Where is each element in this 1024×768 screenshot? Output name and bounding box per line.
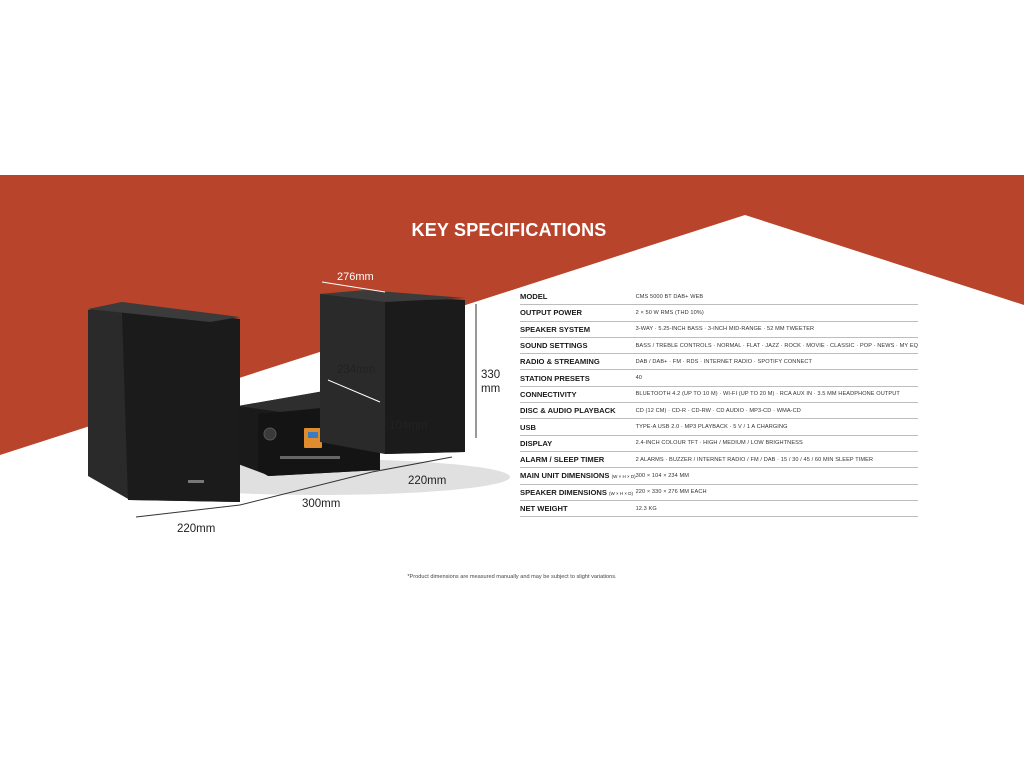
- spec-label: DISPLAY: [520, 435, 636, 452]
- spec-value: 3-WAY · 5.25-INCH BASS · 3-INCH MID-RANG…: [635, 321, 919, 338]
- dim-line-speaker-depth: [321, 281, 386, 293]
- spec-label: DISC & AUDIO PLAYBACK: [520, 402, 636, 420]
- spec-value: CMS 5000 BT DAB+ WEB: [635, 289, 919, 306]
- spec-label-text: SPEAKER SYSTEM: [520, 324, 591, 334]
- spec-label-text: SPEAKER DIMENSIONS: [520, 487, 607, 497]
- left-speaker-front: [122, 312, 240, 502]
- spec-label: SPEAKER DIMENSIONS (W × H × D): [520, 484, 636, 501]
- spec-table-body: MODEL CMS 5000 BT DAB+ WEB OUTPUT POWER 2 ×…: [520, 289, 919, 518]
- dim-speaker-height-unit: mm: [481, 383, 501, 395]
- spec-row: DISPLAY 2.4-INCH COLOUR TFT · HIGH / MEDI…: [520, 435, 919, 452]
- spec-row: ALARM / SLEEP TIMER 2 ALARMS · BUZZER / I…: [520, 451, 919, 469]
- spec-label: MODEL: [520, 289, 636, 306]
- spec-row: MAIN UNIT DIMENSIONS (W × H × D)300 × 10…: [520, 467, 919, 485]
- footnote: *Product dimensions are measured manuall…: [407, 574, 617, 580]
- spec-label: ALARM / SLEEP TIMER: [520, 451, 636, 469]
- spec-label-text: SOUND SETTINGS: [520, 341, 588, 351]
- spec-row: STATION PRESETS 40: [520, 369, 919, 387]
- spec-label: OUTPUT POWER: [520, 304, 636, 322]
- spec-row: MODEL CMS 5000 BT DAB+ WEB: [520, 289, 919, 306]
- spec-label-text: USB: [520, 422, 537, 432]
- spec-row: SPEAKER DIMENSIONS (W × H × D)220 × 330 …: [520, 484, 919, 501]
- dim-line-main-width: [239, 471, 373, 506]
- right-speaker-front: [385, 300, 465, 454]
- spec-label: STATION PRESETS: [520, 369, 636, 387]
- spec-value: TYPE-A USB 2.0 · MP3 PLAYBACK · 5 V / 1 …: [635, 418, 919, 436]
- spec-label-text: DISC & AUDIO PLAYBACK: [520, 406, 616, 416]
- spec-label-unit: (W × H × D): [609, 490, 634, 496]
- spec-label-text: STATION PRESETS: [520, 373, 590, 383]
- spec-table: MODEL CMS 5000 BT DAB+ WEB OUTPUT POWER 2 ×…: [520, 289, 919, 518]
- spec-row: SOUND SETTINGS BASS / TREBLE CONTROLS · N…: [520, 337, 919, 355]
- main-unit-buttons: [280, 456, 340, 459]
- spec-value: 40: [635, 369, 919, 387]
- product-illustration: 276mm 234mm 330 mm 104mm 300mm 220mm 220…: [80, 262, 520, 552]
- spec-label-text: MAIN UNIT DIMENSIONS: [520, 471, 610, 481]
- product-drawing: [88, 281, 510, 518]
- spec-row: DISC & AUDIO PLAYBACK CD (12 CM) · CD-R ·…: [520, 402, 919, 420]
- spec-value: BLUETOOTH 4.2 (UP TO 10 M) · WI-FI (UP T…: [635, 386, 919, 404]
- spec-value: 2 × 50 W RMS (THD 10%): [635, 304, 919, 322]
- spec-label-text: NET WEIGHT: [520, 504, 568, 513]
- volume-knob-left: [263, 427, 277, 441]
- spec-label: USB: [520, 418, 636, 436]
- main-unit-display-inner: [308, 432, 318, 438]
- right-speaker-top: [320, 290, 465, 302]
- dim-line-right-speaker: [371, 456, 453, 473]
- dim-speaker-height-number: 330: [481, 369, 501, 381]
- dim-left-speaker-width: 220mm: [177, 523, 216, 535]
- left-speaker-top: [88, 302, 240, 322]
- spec-label: CONNECTIVITY: [520, 386, 636, 404]
- dim-main-width: 300mm: [302, 498, 341, 510]
- spec-label-text: CONNECTIVITY: [520, 389, 577, 399]
- spec-row: SPEAKER SYSTEM 3-WAY · 5.25-INCH BASS · 3…: [520, 321, 919, 338]
- spec-row: NET WEIGHT 12.3 KG: [520, 500, 919, 518]
- spec-label: SPEAKER SYSTEM: [520, 321, 636, 338]
- spec-label: MAIN UNIT DIMENSIONS (W × H × D): [520, 467, 636, 485]
- spec-label-unit: (W × H × D): [611, 474, 636, 480]
- spec-value: 2 ALARMS · BUZZER / INTERNET RADIO / FM …: [635, 451, 919, 469]
- spec-label: NET WEIGHT: [520, 500, 636, 518]
- left-speaker-badge: [188, 480, 204, 483]
- spec-value: CD (12 CM) · CD-R · CD-RW · CD AUDIO · M…: [635, 402, 919, 420]
- spec-row: RADIO & STREAMING DAB / DAB+ · FM · RDS ·…: [520, 353, 919, 371]
- spec-value: 12.3 KG: [635, 500, 919, 518]
- spec-value: BASS / TREBLE CONTROLS · NORMAL · FLAT ·…: [635, 337, 919, 355]
- spec-value: 300 × 104 × 234 MM: [635, 467, 919, 485]
- spec-row: USB TYPE-A USB 2.0 · MP3 PLAYBACK · 5 V /…: [520, 418, 919, 436]
- dim-line-main-depth: [327, 379, 381, 403]
- spec-label-text: OUTPUT POWER: [520, 308, 583, 318]
- dim-right-speaker-width: 220mm: [408, 475, 447, 487]
- spec-label-text: DISPLAY: [520, 438, 553, 448]
- dim-main-height: 104mm: [389, 420, 428, 432]
- spec-label-text: RADIO & STREAMING: [520, 357, 600, 367]
- spec-label: RADIO & STREAMING: [520, 353, 636, 371]
- dim-speaker-depth: 276mm: [337, 271, 374, 283]
- spec-label-text: MODEL: [520, 292, 548, 302]
- dim-main-depth: 234mm: [337, 364, 376, 376]
- dim-line-left-speaker: [135, 504, 241, 518]
- spec-label: SOUND SETTINGS: [520, 337, 636, 355]
- spec-value: DAB / DAB+ · FM · RDS · INTERNET RADIO ·…: [635, 353, 919, 371]
- spec-row: CONNECTIVITY BLUETOOTH 4.2 (UP TO 10 M) ·…: [520, 386, 919, 404]
- spec-value: 220 × 330 × 276 MM EACH: [635, 484, 919, 501]
- spec-label-text: ALARM / SLEEP TIMER: [520, 455, 605, 465]
- spec-row: OUTPUT POWER 2 × 50 W RMS (THD 10%): [520, 304, 919, 322]
- spec-value: 2.4-INCH COLOUR TFT · HIGH / MEDIUM / LO…: [635, 435, 919, 452]
